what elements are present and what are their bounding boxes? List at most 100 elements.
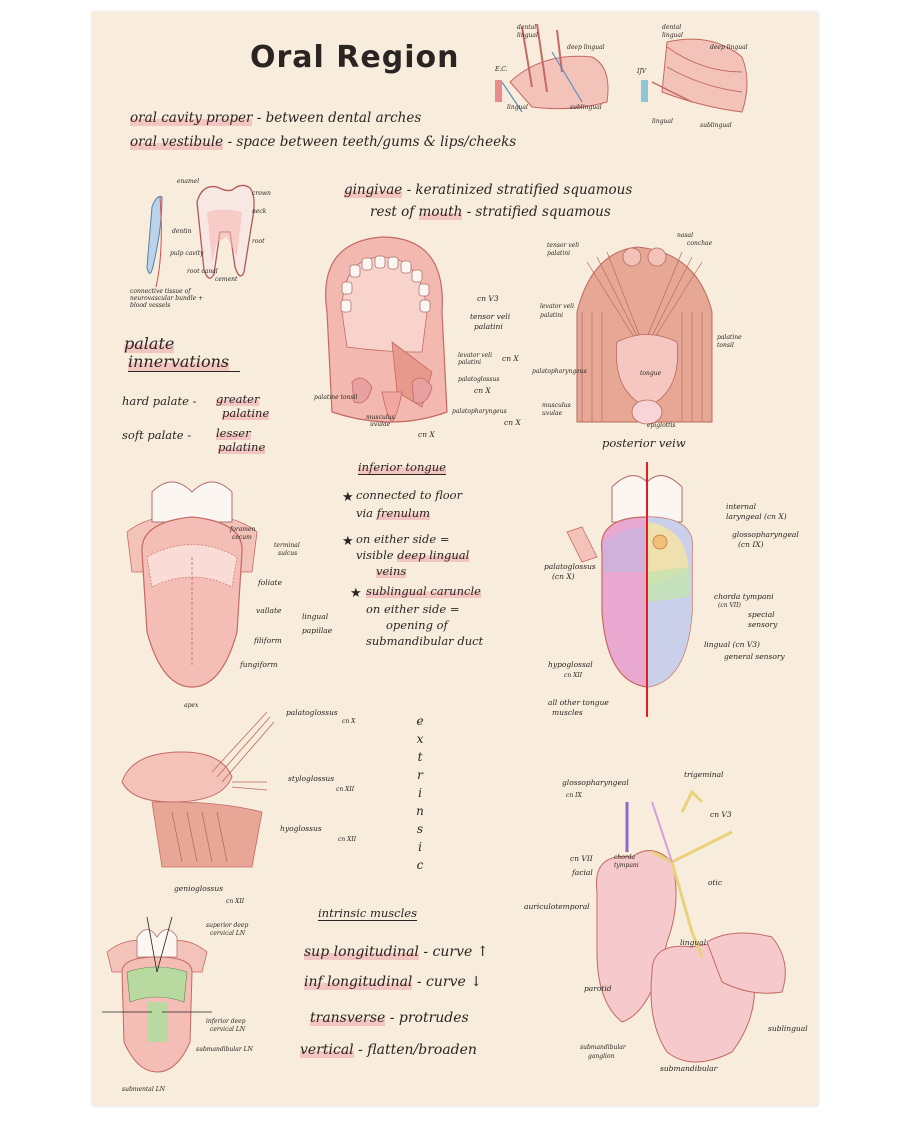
inferior-b3-l3: opening of <box>386 618 448 632</box>
label-sublingual-gland: sublingual <box>768 1024 808 1033</box>
lymph-drainage-diagram <box>102 916 212 1073</box>
intrinsic-row-3: transverse - protrudes <box>310 1010 469 1026</box>
label-genioglossus-cn: cn XII <box>226 898 245 905</box>
label-chorda-cn: (cn VII) <box>718 602 741 609</box>
extrinsic-letter: t <box>417 750 423 764</box>
desc: - space between teeth/gums & lips/cheeks <box>227 134 517 150</box>
extrinsic-letter: i <box>418 786 422 800</box>
value: palatine <box>222 406 270 420</box>
label-cecum: cecum <box>232 534 252 541</box>
label-terminal: terminal <box>274 542 300 549</box>
term: oral vestibule <box>130 134 224 150</box>
label-glosso: glossopharyngeal <box>732 530 799 539</box>
label-genioglossus: genioglossus <box>174 884 224 893</box>
hard-palate-label: hard palate - <box>122 394 197 408</box>
label-palatoglossus-ext-cn: cn X <box>342 718 356 725</box>
soft-palate-value-1: lesser <box>216 426 251 440</box>
label-levator-posterior: levator veli palatini <box>540 303 575 319</box>
hard-palate-value-1: greater <box>216 392 260 406</box>
label-lingual-right-2: lingual <box>652 118 673 125</box>
label-lingual-gland: lingual <box>680 938 707 947</box>
label-submandibular-gland: submandibular <box>660 1064 718 1073</box>
inferior-b1-l1: connected to floor <box>356 488 463 502</box>
label-ijv: IJV <box>637 68 647 75</box>
palate-heading-1: palate <box>124 334 175 353</box>
label-palatoglossus: palatoglossus <box>458 376 500 383</box>
label-chorda-gland: chorda <box>614 854 636 861</box>
label-foramen: foramen <box>230 526 256 533</box>
label-dentin: dentin <box>172 228 192 235</box>
label-tensor-2: palatini <box>474 322 503 331</box>
label-cn-x-2: cn X <box>474 386 491 395</box>
label-foliate: foliate <box>258 578 283 587</box>
label-tensor-1: tensor veli <box>470 312 511 321</box>
label-levator-1: levator veli <box>458 352 493 359</box>
term: vertical <box>300 1042 354 1058</box>
palate-word: palate <box>124 334 175 353</box>
label-nasal: nasal <box>677 232 694 239</box>
label-special: special <box>748 610 775 619</box>
value: palatine <box>218 440 266 454</box>
label-uvulae: uvulae <box>370 421 391 428</box>
label-glosso-gland-cn: cn IX <box>566 792 582 799</box>
label-dental-left: dental <box>517 24 537 31</box>
label-inferior-deep: inferior deep <box>206 1018 246 1025</box>
label-hypoglossal-cn: cn XII <box>564 672 583 679</box>
label-cn-x-4: cn X <box>504 418 521 427</box>
label-fungiform: fungiform <box>240 660 278 669</box>
label-cement: cement <box>215 276 238 283</box>
label-papillae: papillae <box>302 626 333 635</box>
extrinsic-muscles-diagram <box>121 711 275 868</box>
label-lingual-r: lingual (cn V3) <box>704 640 760 649</box>
palate-heading-2: innervations <box>128 352 240 372</box>
label-musculus-posterior: musculus uvulae <box>542 402 571 417</box>
label-sulcus: sulcus <box>278 550 298 557</box>
label-cn-vii: cn VII <box>570 854 593 863</box>
label-vallate: vallate <box>256 606 282 615</box>
hard-palate-value-2: palatine <box>222 406 270 420</box>
intrinsic-row-4: vertical - flatten/broaden <box>300 1042 477 1058</box>
label-lingual: lingual <box>302 612 329 621</box>
label-deep-lingual-right: deep lingual <box>710 44 748 51</box>
label-ec: E.C. <box>495 66 508 73</box>
inferior-b2-l2: visible deep lingual <box>356 548 470 562</box>
label-connective: connective tissue of neurovascular bundl… <box>130 288 204 309</box>
label-submand-ganglion-2: ganglion <box>588 1053 615 1060</box>
inferior-b1-l2: via frenulum <box>356 506 431 520</box>
label-otic: otic <box>708 878 723 887</box>
inferior-b2-l3: veins <box>376 564 407 578</box>
label-chorda: chorda tympani <box>714 592 774 601</box>
label-submand-ganglion-1: submandibular <box>580 1044 626 1051</box>
inferior-b3-l2: on either side = <box>366 602 460 616</box>
desc: - stratified squamous <box>466 204 611 220</box>
term: transverse <box>310 1010 386 1026</box>
label-hypoglossal: hypoglossal <box>548 660 593 669</box>
tongue-papillae-diagram <box>126 481 258 688</box>
label-laryngeal: laryngeal (cn X) <box>726 512 787 521</box>
label-palatine-tonsil: palatine tonsil <box>314 394 358 401</box>
inferior-tongue-heading: inferior tongue <box>358 460 446 475</box>
innervations-word: innervations <box>128 352 230 371</box>
label-superior-deep: superior deep <box>206 922 249 929</box>
desc: - curve ↑ <box>423 944 489 960</box>
label-pulp-cavity: pulp cavity <box>170 250 204 257</box>
inferior-b2-l1: on either side = <box>356 532 450 546</box>
label-tympani-gland: tympani <box>614 862 639 869</box>
definition-oral-vestibule: oral vestibule - space between teeth/gum… <box>130 134 516 150</box>
label-facial: facial <box>572 868 593 877</box>
label-epiglottis: epiglottis <box>647 422 676 429</box>
label-hyoglossus-cn: cn XII <box>338 836 357 843</box>
label-muscles: muscles <box>552 708 583 717</box>
posterior-caption: posterior veiw <box>602 436 686 450</box>
label-dental-right: dental <box>662 24 682 31</box>
deep-lingual: deep lingual <box>397 548 470 562</box>
desc: - curve ↓ <box>416 974 482 990</box>
posterior-view-diagram <box>576 246 713 425</box>
term: inf longitudinal <box>304 974 413 990</box>
deep-lingual-vein-diagram-left <box>495 23 609 113</box>
deep-lingual-vein-diagram-right <box>641 38 748 113</box>
bullet-star-1: ★ <box>342 490 354 505</box>
label-conchae: conchae <box>687 240 713 247</box>
label-root-canal: root canal <box>187 268 218 275</box>
label-palatoglossus-ext: palatoglossus <box>286 708 338 717</box>
